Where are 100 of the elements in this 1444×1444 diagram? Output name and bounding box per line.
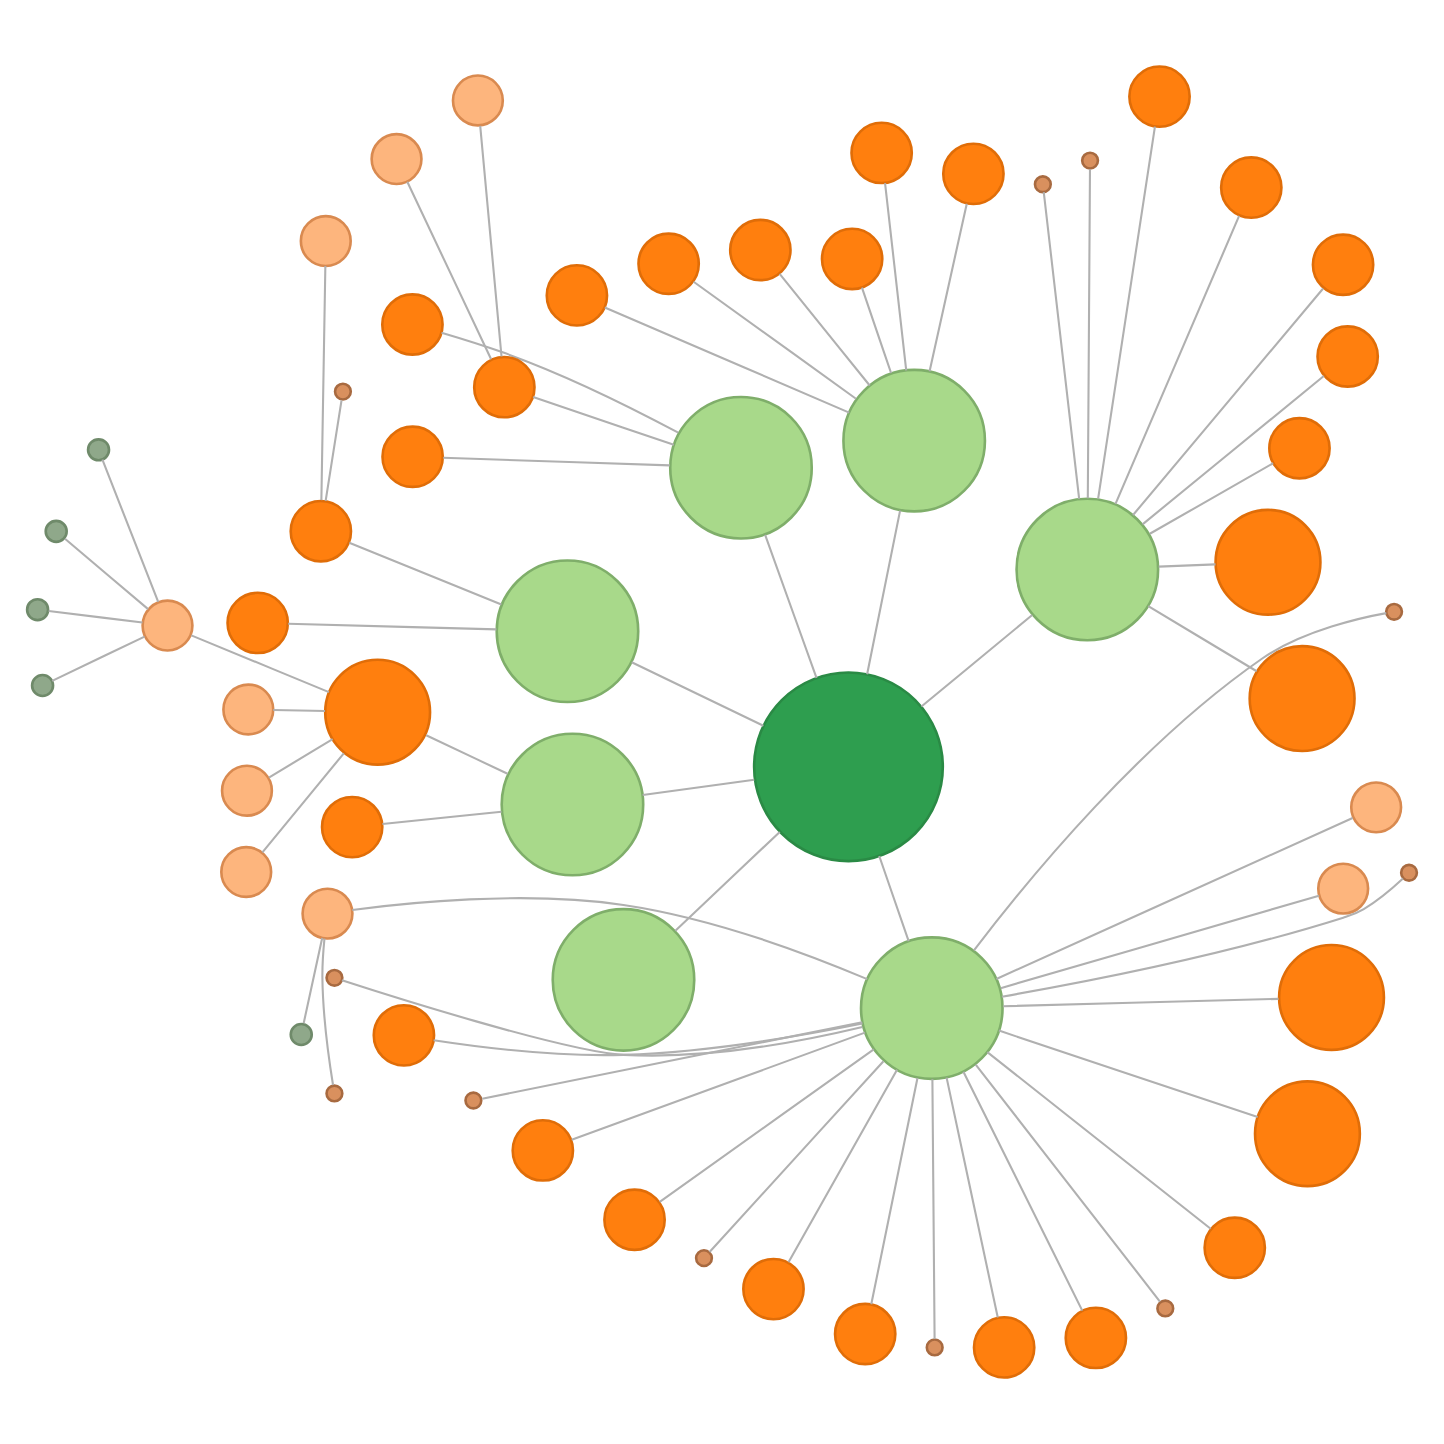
connector: [1042, 192, 1081, 499]
node-circle: [1311, 233, 1375, 297]
node-circle: [464, 1091, 483, 1110]
node-circle: [222, 683, 275, 736]
node-circle: [472, 355, 536, 419]
connector: [884, 183, 908, 371]
connector: [1003, 997, 1279, 1008]
node-circle: [1033, 175, 1052, 194]
node-circle: [325, 1084, 344, 1103]
connector: [406, 181, 493, 360]
connector: [778, 273, 871, 387]
node-circle: [603, 1188, 666, 1252]
node-circle: [551, 907, 696, 1052]
connector: [101, 459, 160, 603]
connector: [931, 1079, 936, 1340]
connector: [1158, 563, 1216, 568]
node-circle: [1214, 508, 1322, 616]
connector: [382, 810, 502, 826]
connector: [986, 1051, 1212, 1230]
node-circle: [833, 1302, 897, 1366]
connector: [443, 456, 670, 467]
node-circle: [44, 519, 68, 544]
connector: [261, 752, 345, 853]
node-circle: [299, 214, 352, 268]
node-circle: [1253, 1080, 1362, 1188]
connector: [995, 817, 1354, 980]
node-circle: [86, 438, 111, 462]
connector: [352, 897, 868, 981]
connector: [321, 938, 335, 1086]
connector: [764, 534, 818, 679]
node-circle: [325, 968, 344, 987]
node-circle: [842, 368, 987, 513]
node-circle: [220, 845, 273, 899]
connector: [998, 1029, 1258, 1119]
node-circle: [220, 764, 274, 817]
node-circle: [925, 1338, 944, 1357]
node-circle: [694, 1248, 714, 1268]
node-circle: [1268, 416, 1331, 480]
connector: [571, 1031, 866, 1141]
node-circle: [668, 395, 814, 540]
node-circle: [742, 1257, 805, 1321]
node-circle: [1384, 602, 1404, 621]
connector: [659, 1048, 875, 1203]
connector: [860, 287, 893, 374]
node-circle: [289, 1022, 314, 1047]
node-circle: [226, 591, 290, 655]
node-circle: [1064, 1306, 1128, 1370]
connector: [1141, 375, 1325, 526]
node-circle: [323, 658, 432, 766]
connector: [604, 306, 850, 414]
connector: [479, 125, 503, 357]
node-circle: [1015, 497, 1160, 642]
connector: [190, 634, 330, 694]
connector: [708, 1060, 885, 1253]
node-circle: [333, 382, 353, 401]
connector: [631, 661, 764, 727]
node-circle: [1156, 1299, 1175, 1318]
connector: [1086, 169, 1092, 499]
node-circle: [30, 673, 55, 698]
node-circle: [495, 559, 640, 704]
connector: [1097, 126, 1156, 499]
node-circle: [1128, 65, 1191, 129]
node-circle: [545, 263, 609, 327]
connector: [1114, 215, 1241, 505]
node-circle: [752, 671, 945, 863]
connector: [1132, 287, 1324, 516]
connector: [341, 979, 863, 1057]
connector: [324, 400, 343, 502]
connector: [962, 1071, 1084, 1312]
node-circle: [141, 599, 194, 652]
node-circle: [25, 597, 50, 622]
node-circle: [1203, 1216, 1267, 1280]
connector: [433, 1022, 863, 1057]
connector: [928, 203, 968, 372]
node-circle: [859, 936, 1004, 1081]
connector: [48, 610, 143, 624]
node-circle: [1316, 325, 1380, 388]
node-circle: [1399, 863, 1419, 882]
connector: [51, 635, 146, 682]
connector: [1149, 462, 1274, 535]
connector: [920, 614, 1033, 708]
node-circle: [381, 293, 444, 356]
connector: [320, 265, 327, 501]
connector: [273, 708, 326, 713]
node-circle: [289, 499, 353, 563]
node-circle: [511, 1118, 575, 1182]
connector: [64, 538, 149, 610]
node-circle: [820, 227, 884, 291]
connector: [866, 510, 902, 675]
node-circle: [301, 887, 354, 940]
connector: [974, 1064, 1161, 1303]
node-circle: [972, 1315, 1036, 1379]
node-circle: [500, 732, 645, 877]
connector: [425, 734, 508, 775]
connector: [482, 1021, 863, 1100]
node-circle: [728, 218, 792, 282]
connector: [973, 612, 1387, 951]
node-circle: [1277, 943, 1386, 1052]
connector: [693, 280, 857, 400]
connector: [288, 622, 497, 631]
